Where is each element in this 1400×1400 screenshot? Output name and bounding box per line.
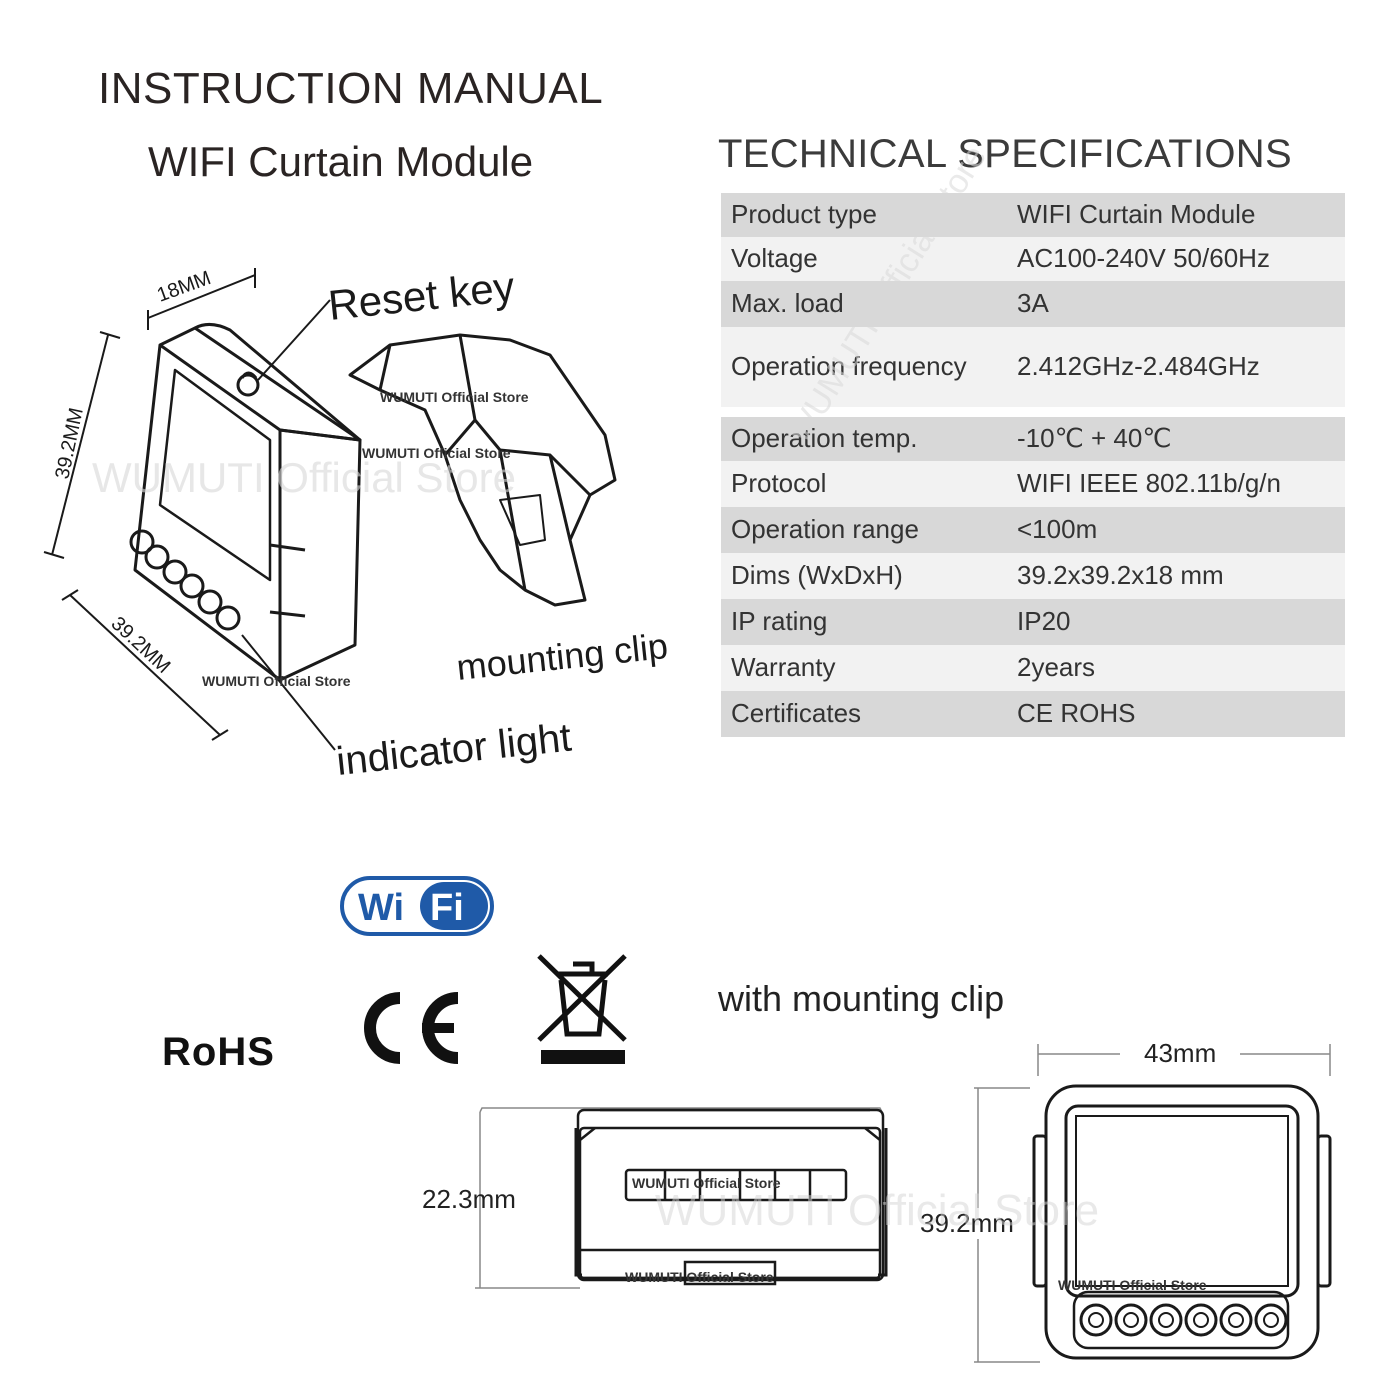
weee-bin-icon [537, 954, 627, 1064]
spec-key: Protocol [721, 461, 1007, 507]
specs-title: TECHNICAL SPECIFICATIONS [718, 132, 1292, 176]
spec-row-warranty: Warranty 2years [721, 645, 1345, 691]
spec-key: Certificates [721, 691, 1007, 737]
spec-key: Operation frequency [721, 327, 1007, 407]
spec-key-text: Operation frequency [731, 351, 967, 382]
watermark-text: WUMUTI Official Store [625, 1269, 774, 1285]
module-isometric-diagram: 18MM 39.2MM 39.2MM Reset key mounting cl… [43, 263, 670, 784]
spec-key: Dims (WxDxH) [721, 553, 1007, 599]
spec-value: WIFI Curtain Module [1007, 193, 1345, 237]
product-title: WIFI Curtain Module [148, 138, 534, 185]
spec-row-temp: Operation temp. -10℃ + 40℃ [721, 417, 1345, 461]
front-view-diagram: WUMUTI Official Store [974, 1044, 1332, 1363]
spec-row-voltage: Voltage AC100-240V 50/60Hz [721, 237, 1345, 281]
spec-value: WIFI IEEE 802.11b/g/n [1007, 461, 1345, 507]
spec-value: 39.2x39.2x18 mm [1007, 553, 1345, 599]
dim-height-label: 22.3mm [422, 1184, 516, 1214]
ce-mark-icon [364, 992, 459, 1064]
watermark-text: WUMUTI Official Store [632, 1175, 781, 1191]
side-view-diagram: WUMUTI Official Store WUMUTI Official St… [475, 1107, 888, 1289]
spec-row-max-load: Max. load 3A [721, 281, 1345, 327]
wifi-logo-icon: Wi Fi [340, 876, 494, 936]
dim-width-label: 43mm [1140, 1038, 1221, 1069]
dim-bottom-label: 39.2MM [107, 613, 175, 678]
spec-key: Operation temp. [721, 417, 1007, 461]
dim-top-label: 18MM [154, 267, 214, 307]
watermark-text: WUMUTI Official Store [202, 673, 351, 689]
wifi-logo-text-fi: Fi [430, 887, 464, 929]
spec-row-ip: IP rating IP20 [721, 599, 1345, 645]
spec-value: <100m [1007, 507, 1345, 553]
spec-row-frequency: Operation frequency 2.412GHz-2.484GHz [721, 327, 1345, 407]
spec-value: AC100-240V 50/60Hz [1007, 237, 1345, 281]
spec-value: IP20 [1007, 599, 1345, 645]
dim-depth-label: 39.2mm [918, 1208, 1016, 1239]
spec-value: -10℃ + 40℃ [1007, 417, 1345, 461]
spec-value: CE ROHS [1007, 691, 1345, 737]
spec-row-range: Operation range <100m [721, 507, 1345, 553]
spec-row-protocol: Protocol WIFI IEEE 802.11b/g/n [721, 461, 1345, 507]
watermark-text: WUMUTI Official Store [380, 389, 529, 405]
spec-key: Voltage [721, 237, 1007, 281]
spec-key: Max. load [721, 281, 1007, 327]
spec-key: IP rating [721, 599, 1007, 645]
spec-key: Operation range [721, 507, 1007, 553]
spec-gap [721, 407, 1345, 417]
spec-key: Warranty [721, 645, 1007, 691]
with-mounting-clip-caption: with mounting clip [718, 978, 1005, 1019]
watermark-big: WUMUTI Official Store [92, 454, 516, 501]
manual-title: INSTRUCTION MANUAL [98, 64, 604, 113]
dim-left-label: 39.2MM [51, 406, 88, 481]
wifi-logo-text-wi: Wi [358, 887, 404, 929]
watermark-text: WUMUTI Official Store [1058, 1277, 1207, 1293]
rohs-mark: RoHS [162, 1030, 275, 1074]
specs-table: Product type WIFI Curtain Module Voltage… [721, 193, 1345, 737]
spec-key: Product type [721, 193, 1007, 237]
spec-row-product-type: Product type WIFI Curtain Module [721, 193, 1345, 237]
spec-row-dims: Dims (WxDxH) 39.2x39.2x18 mm [721, 553, 1345, 599]
reset-key-label: Reset key [326, 263, 517, 329]
spec-row-certificates: Certificates CE ROHS [721, 691, 1345, 737]
watermark-text: WUMUTI Official Store [362, 445, 511, 461]
mounting-clip-label: mounting clip [455, 625, 670, 688]
spec-value: 3A [1007, 281, 1345, 327]
spec-value: 2years [1007, 645, 1345, 691]
spec-value: 2.412GHz-2.484GHz [1007, 327, 1345, 407]
watermark-bottom: WUMUTI Official Store [655, 1186, 1100, 1235]
indicator-light-label: indicator light [334, 716, 573, 784]
